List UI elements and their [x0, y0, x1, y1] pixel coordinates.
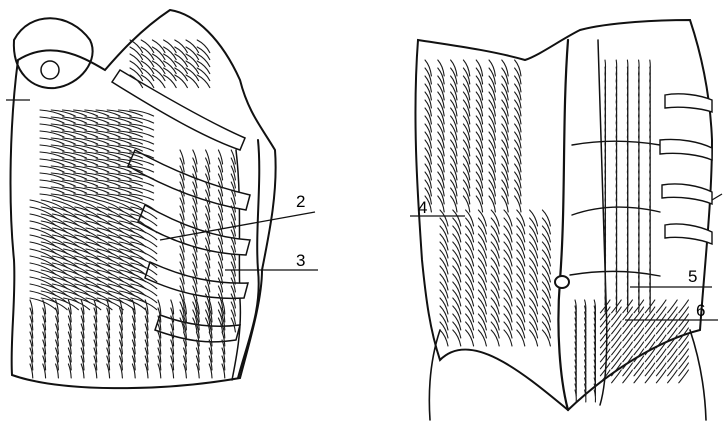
muscle-fiber-stroke [612, 321, 622, 334]
muscle-fiber-stroke [605, 298, 606, 312]
muscle-fiber-stroke [600, 314, 610, 327]
muscle-fiber-stroke [645, 356, 655, 369]
muscle-fiber-stroke [656, 321, 666, 334]
muscle-fiber-stroke [656, 328, 666, 341]
muscle-fiber-stroke [623, 356, 633, 369]
muscle-fiber-stroke [668, 321, 678, 334]
label-5: 5 [688, 267, 697, 286]
muscle-fiber-stroke [623, 335, 633, 348]
muscle-fiber-stroke [612, 356, 622, 369]
label-2: 2 [296, 192, 305, 211]
muscle-fiber-stroke [623, 349, 633, 362]
muscle-fiber-stroke [634, 370, 644, 383]
muscle-fiber-stroke [634, 342, 644, 355]
muscle-fiber-stroke [668, 363, 678, 376]
muscle-fiber-stroke [656, 349, 666, 362]
muscle-fiber-stroke [623, 370, 633, 383]
muscle-fiber-stroke [623, 328, 633, 341]
muscle-fiber-stroke [656, 300, 666, 313]
label-6: 6 [696, 301, 705, 320]
muscle-fiber-stroke [612, 314, 622, 327]
muscle-fiber-stroke [679, 363, 689, 376]
leader-line-right-edge [712, 194, 722, 200]
muscle-fiber-stroke [679, 356, 689, 369]
muscle-fiber-stroke [679, 349, 689, 362]
muscle-fiber-stroke [656, 363, 666, 376]
muscle-fiber-stroke [600, 328, 610, 341]
muscle-fiber-stroke [679, 370, 689, 383]
muscle-fiber-stroke [612, 342, 622, 355]
muscle-fiber-stroke [600, 321, 610, 334]
right-panel-abdomen: 4 5 6 [410, 20, 722, 420]
muscle-fiber-stroke [623, 321, 633, 334]
humeral-head [41, 61, 59, 79]
label-4: 4 [418, 198, 427, 217]
muscle-fiber-stroke [600, 335, 610, 348]
muscle-fiber-stroke [623, 342, 633, 355]
label-3: 3 [296, 251, 305, 270]
muscle-fiber-stroke [645, 363, 655, 376]
left-panel-thorax: 2 3 [6, 10, 318, 388]
muscle-fiber-stroke [612, 328, 622, 341]
muscle-fiber-stroke [656, 370, 666, 383]
muscle-fiber-stroke [600, 349, 610, 362]
muscle-fiber-stroke [668, 307, 678, 320]
muscle-fiber-stroke [679, 300, 689, 313]
muscle-fiber-stroke [679, 307, 689, 320]
muscle-fiber-stroke [650, 298, 651, 312]
muscle-fiber-stroke [645, 321, 655, 334]
muscle-fiber-stroke [634, 328, 644, 341]
ribs-right [660, 94, 712, 244]
muscle-fiber-stroke [600, 342, 610, 355]
muscle-fiber-stroke [645, 335, 655, 348]
muscle-fiber-stroke [668, 349, 678, 362]
muscle-fiber-stroke [656, 307, 666, 320]
muscle-fibers-right [425, 60, 688, 402]
muscle-fiber-stroke [668, 370, 678, 383]
muscle-fiber-stroke [634, 321, 644, 334]
muscle-fiber-stroke [645, 328, 655, 341]
muscle-fiber-stroke [612, 349, 622, 362]
muscle-fiber-stroke [656, 335, 666, 348]
muscle-fiber-stroke [656, 356, 666, 369]
muscle-fiber-stroke [668, 356, 678, 369]
muscle-fiber-stroke [639, 298, 640, 312]
umbilicus [555, 276, 569, 288]
muscle-fiber-stroke [634, 363, 644, 376]
muscle-fiber-stroke [668, 300, 678, 313]
muscle-fiber-stroke [679, 321, 689, 334]
muscle-fiber-stroke [616, 298, 617, 312]
muscle-fiber-stroke [627, 298, 628, 312]
muscle-fiber-stroke [634, 335, 644, 348]
muscle-fiber-stroke [645, 370, 655, 383]
muscle-fiber-stroke [668, 342, 678, 355]
muscle-fiber-stroke [679, 342, 689, 355]
muscle-fiber-stroke [612, 335, 622, 348]
